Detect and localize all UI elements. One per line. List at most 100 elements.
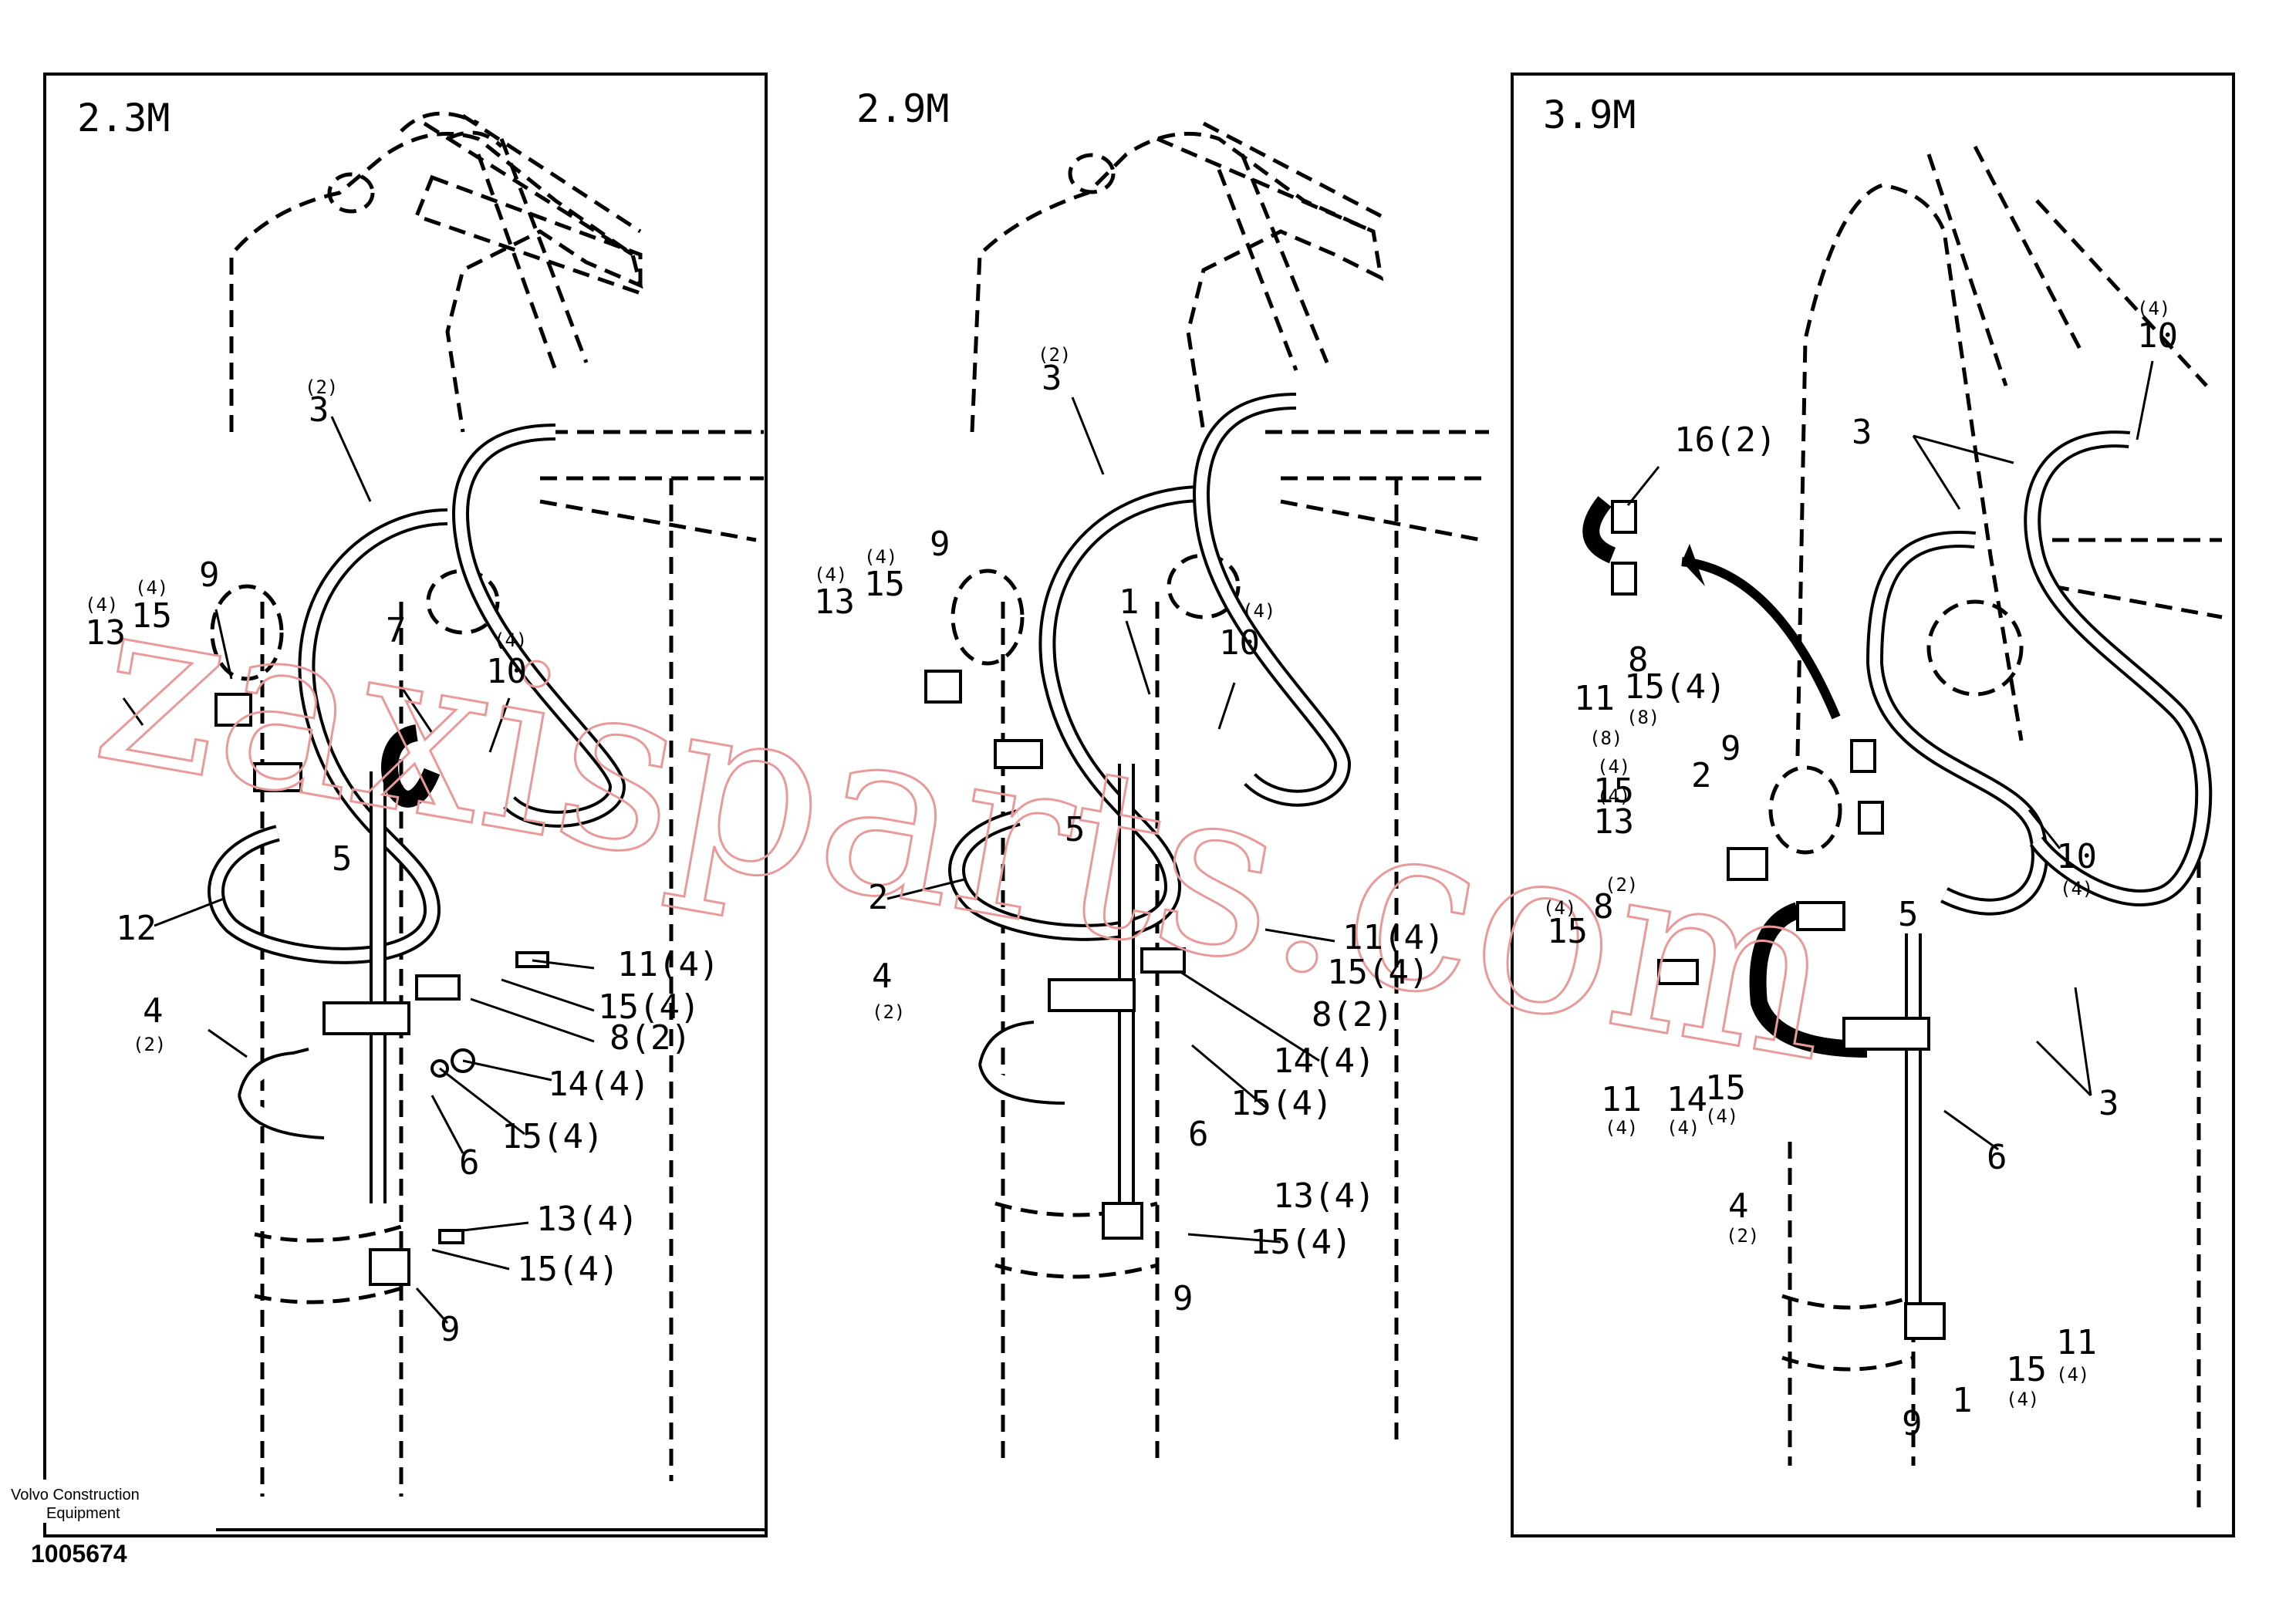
callout-label: (2) <box>1726 1225 1759 1247</box>
panel-frame-3-9m <box>1511 73 2235 1537</box>
callout-label: 5 <box>332 839 353 879</box>
callout-label: 15(4) <box>1327 953 1429 992</box>
callout-label: 4 <box>143 991 164 1031</box>
callout-label: (2) <box>872 1001 905 1023</box>
callout-label: 10 <box>2056 837 2097 876</box>
callout-label: 11(4) <box>1342 918 1444 957</box>
callout-label: 13 <box>814 582 855 622</box>
callout-label: (4) <box>814 564 847 586</box>
brand-line-1: Volvo Construction <box>11 1487 140 1504</box>
callout-label: (4) <box>1242 600 1275 622</box>
callout-label: 15(4) <box>517 1250 619 1289</box>
callout-label: 10 <box>486 652 527 691</box>
callout-label: (2) <box>1605 874 1638 896</box>
callout-label: (4) <box>1597 756 1630 778</box>
fittings-2-3m <box>214 693 549 1286</box>
callout-label: 2 <box>1691 756 1712 795</box>
callout-label: 11 <box>2056 1323 2097 1362</box>
callout-label: 10 <box>1219 623 1260 663</box>
document-number: 1005674 <box>31 1540 127 1568</box>
footer-bg <box>8 1480 162 1523</box>
callout-label: 9 <box>440 1310 461 1349</box>
callout-label: 15(4) <box>501 1117 603 1156</box>
callout-label: 15(4) <box>1250 1223 1352 1262</box>
callout-label: 1 <box>1952 1381 1973 1420</box>
callout-label: (4) <box>2006 1389 2039 1410</box>
callout-label: 3 <box>309 390 329 430</box>
callout-label: 9 <box>199 555 220 595</box>
callout-label: 15(4) <box>598 987 700 1027</box>
callout-label: (4) <box>1597 785 1630 807</box>
brand-line-2: Equipment <box>46 1505 120 1522</box>
callout-label: 2 <box>868 878 889 917</box>
callout-label: 15 <box>131 596 172 636</box>
callout-label: 11(4) <box>617 945 719 984</box>
callout-label: (2) <box>305 376 338 398</box>
callout-label: (8) <box>1589 727 1622 749</box>
boom-outline-2-3m <box>210 111 764 1497</box>
callout-label: 9 <box>1720 729 1741 768</box>
panel-title-2-9m: 2.9M <box>856 86 949 131</box>
callout-label: 15 <box>864 565 905 604</box>
callout-label: (4) <box>2056 1364 2089 1385</box>
callout-label: 8(2) <box>1312 995 1393 1034</box>
callout-label: 13(4) <box>536 1200 638 1239</box>
callout-label: 3 <box>1042 359 1062 398</box>
callout-label: 15 <box>1705 1068 1746 1108</box>
callout-label: 9 <box>1173 1279 1194 1318</box>
callout-label: 12 <box>116 909 157 948</box>
callout-label: 6 <box>1188 1115 1209 1154</box>
callout-label: (8) <box>1626 707 1660 728</box>
callout-label: 13(4) <box>1273 1176 1375 1216</box>
callout-label: 11 <box>1574 679 1615 718</box>
callout-label: (4) <box>85 594 118 616</box>
callout-label: 16(2) <box>1674 420 1776 460</box>
callout-label: (4) <box>135 577 168 599</box>
callout-label: 10 <box>2137 316 2178 356</box>
callout-label: (4) <box>1705 1105 1738 1127</box>
callout-label: 11 <box>1601 1080 1642 1119</box>
callout-label: 8 <box>1628 640 1649 680</box>
callout-label: 8 <box>1593 887 1614 926</box>
callout-label: (4) <box>1605 1117 1638 1139</box>
callout-labels-3-9m: 16(2)3(4)10815(4)11(8)(8)92(4)15(4)1310(… <box>1543 298 2178 1443</box>
callout-label: 5 <box>1898 895 1919 934</box>
callout-label: (4) <box>2137 298 2170 319</box>
callout-label: 3 <box>2098 1084 2119 1123</box>
callout-label: 1 <box>1119 582 1140 622</box>
callout-label: 8(2) <box>609 1018 691 1058</box>
callout-label: 7 <box>386 611 407 650</box>
fittings-2-9m <box>924 670 1186 1240</box>
callout-label: 14(4) <box>548 1065 650 1104</box>
callout-label: 15 <box>2006 1350 2047 1389</box>
callout-label: 9 <box>1902 1404 1923 1443</box>
callout-label: 13 <box>85 613 126 653</box>
callout-label: 5 <box>1065 810 1086 849</box>
callout-label: 4 <box>1728 1186 1749 1226</box>
panel-title-2-3m: 2.3M <box>77 96 170 140</box>
callout-label: (4) <box>494 629 527 651</box>
callout-label: 14 <box>1666 1080 1707 1119</box>
callout-label: (2) <box>133 1034 166 1055</box>
callout-label: 9 <box>930 525 950 564</box>
callout-label: 14(4) <box>1273 1041 1375 1081</box>
callout-label: (2) <box>1038 344 1071 366</box>
hoses-3-9m <box>1582 430 2213 1327</box>
callout-label: (4) <box>1543 897 1576 919</box>
leader-lines <box>122 360 2154 1324</box>
callout-label: 3 <box>1852 413 1872 452</box>
panel-title-3-9m: 3.9M <box>1543 93 1636 137</box>
callout-label: 15(4) <box>1231 1084 1332 1123</box>
callout-label: 13 <box>1593 802 1634 842</box>
callout-label: (4) <box>864 546 897 568</box>
callout-label: (4) <box>1666 1117 1700 1139</box>
callout-label: 6 <box>459 1143 480 1183</box>
callout-label: 6 <box>1987 1138 2007 1177</box>
callout-label: 15 <box>1547 912 1588 951</box>
panel-frame-2-3m <box>43 73 768 1537</box>
callout-label: 4 <box>872 957 893 996</box>
callout-label: 15(4) <box>1624 667 1726 707</box>
